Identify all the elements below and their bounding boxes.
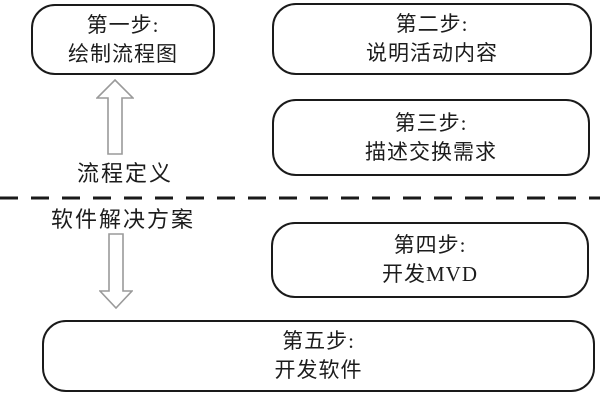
step2-title: 第二步: xyxy=(395,12,469,36)
step4-box: 第四步: 开发MVD xyxy=(271,222,589,298)
step5-description: 开发软件 xyxy=(274,358,363,382)
upper-zone-label: 流程定义 xyxy=(76,161,173,186)
up-arrow-icon xyxy=(96,79,134,155)
step1-description: 绘制流程图 xyxy=(68,41,178,66)
step1-title: 第一步: xyxy=(86,12,160,37)
step2-description: 说明活动内容 xyxy=(366,41,498,65)
step5-title: 第五步: xyxy=(282,329,355,353)
step4-title: 第四步: xyxy=(393,233,467,257)
step5-box: 第五步: 开发软件 xyxy=(42,320,595,392)
step3-title: 第三步: xyxy=(394,110,468,135)
dashed-divider-line xyxy=(0,196,600,200)
step2-box: 第二步: 说明活动内容 xyxy=(272,3,592,75)
step3-box: 第三步: 描述交换需求 xyxy=(272,99,590,176)
step1-box: 第一步: 绘制流程图 xyxy=(31,4,215,75)
step3-description: 描述交换需求 xyxy=(365,139,497,164)
lower-zone-label: 软件解决方案 xyxy=(50,207,195,232)
step4-description: 开发MVD xyxy=(381,262,478,286)
down-arrow-icon xyxy=(99,233,133,309)
